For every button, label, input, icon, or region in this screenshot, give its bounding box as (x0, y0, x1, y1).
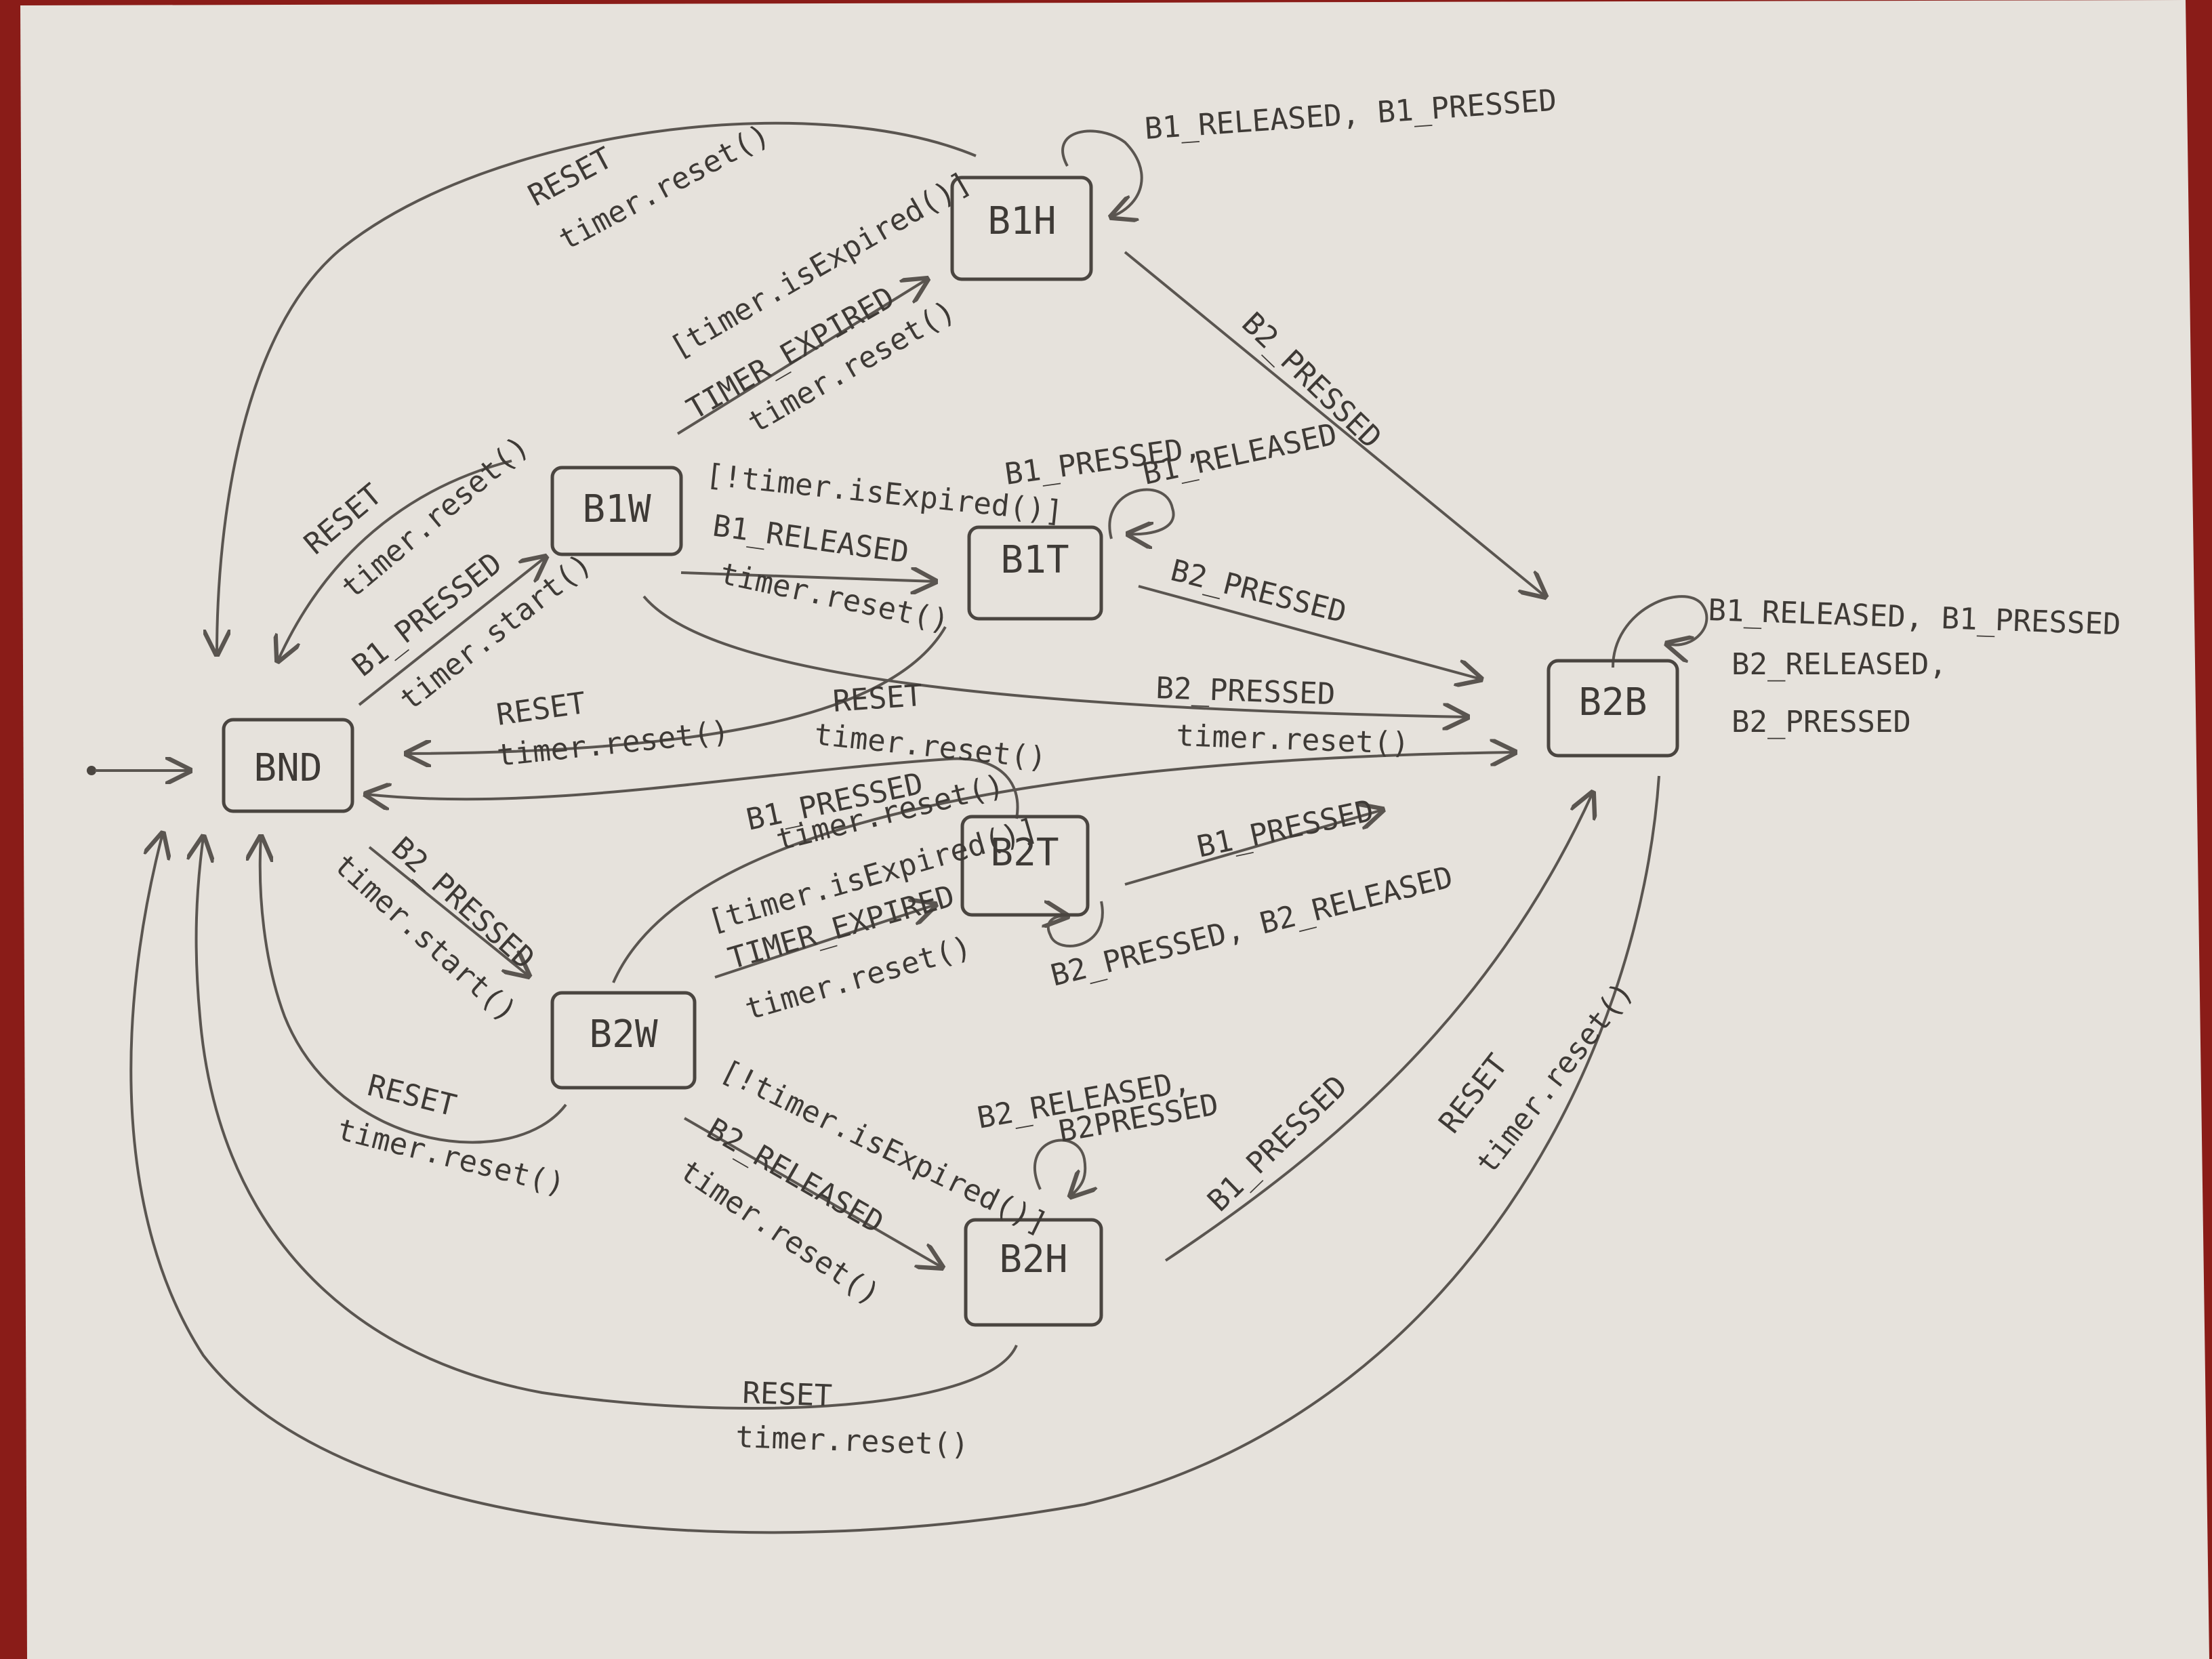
edge-bnd-b2w (368, 846, 529, 976)
state-bnd-label: BND (253, 746, 322, 790)
edge-b1t-bnd (407, 626, 947, 754)
edge-b2t-b2b (1124, 810, 1382, 886)
state-b1t: B1T (967, 525, 1103, 621)
paper-sheet (20, 0, 2209, 1659)
edge-b2b-self (1612, 595, 1708, 668)
edge-b1w-b2b (642, 595, 1467, 717)
edge-b2t-self (1048, 901, 1104, 947)
label-b1w-b2b-action: timer.reset() (1176, 718, 1410, 761)
edge-b2h-b2b (1164, 793, 1593, 1262)
edge-b1t-b2b (1138, 585, 1481, 679)
edge-b2h-bnd (197, 837, 1018, 1410)
edge-b2w-b2h (683, 1117, 942, 1267)
edge-bnd-b1w (358, 557, 546, 706)
label-b2b-self-3: B2_PRESSED (1732, 705, 1911, 739)
state-b2t-label: B2T (990, 831, 1059, 875)
state-b1t-label: B1T (1000, 538, 1069, 582)
edge-b1w-bnd (278, 459, 512, 661)
state-b1h-label: B1H (987, 199, 1056, 243)
edge-b1h-b2b (1124, 251, 1545, 596)
edge-b2t-bnd (366, 757, 1019, 819)
edge-b2b-bnd (129, 775, 1660, 1534)
state-b2b: B2B (1547, 659, 1679, 758)
edge-b1w-b1t (680, 573, 935, 581)
label-b2b-self-2: B2_RELEASED, (1732, 647, 1947, 682)
state-bnd: BND (222, 718, 354, 813)
label-b2h-bnd-action: timer.reset() (735, 1420, 970, 1462)
edge-b2w-b2t (714, 905, 935, 979)
edge-b1t-self (1108, 488, 1175, 539)
label-b2t-bnd-event: RESET (832, 678, 924, 719)
state-b2h-label: B2H (999, 1237, 1067, 1282)
state-b2b-label: B2B (1578, 680, 1647, 724)
edge-b1h-self (1061, 129, 1143, 217)
initial-dot (87, 766, 96, 775)
edge-b2w-bnd (260, 837, 567, 1144)
state-b1w: B1W (550, 466, 683, 556)
state-b2h: B2H (964, 1218, 1103, 1327)
state-b1h: B1H (950, 176, 1093, 281)
state-b2w-label: B2W (589, 1012, 657, 1057)
edge-b1h-bnd (217, 121, 977, 654)
edge-b1w-b1h (676, 279, 927, 435)
state-b2w: B2W (550, 991, 697, 1090)
edge-b2h-self (1033, 1139, 1085, 1196)
state-b1w-label: B1W (582, 487, 651, 531)
label-b1w-b2b-event: B2_PRESSED (1155, 671, 1336, 712)
edge-b2w-b2b (612, 752, 1515, 983)
label-b2h-bnd-event: RESET (742, 1376, 833, 1414)
state-b2t: B2T (960, 815, 1090, 917)
